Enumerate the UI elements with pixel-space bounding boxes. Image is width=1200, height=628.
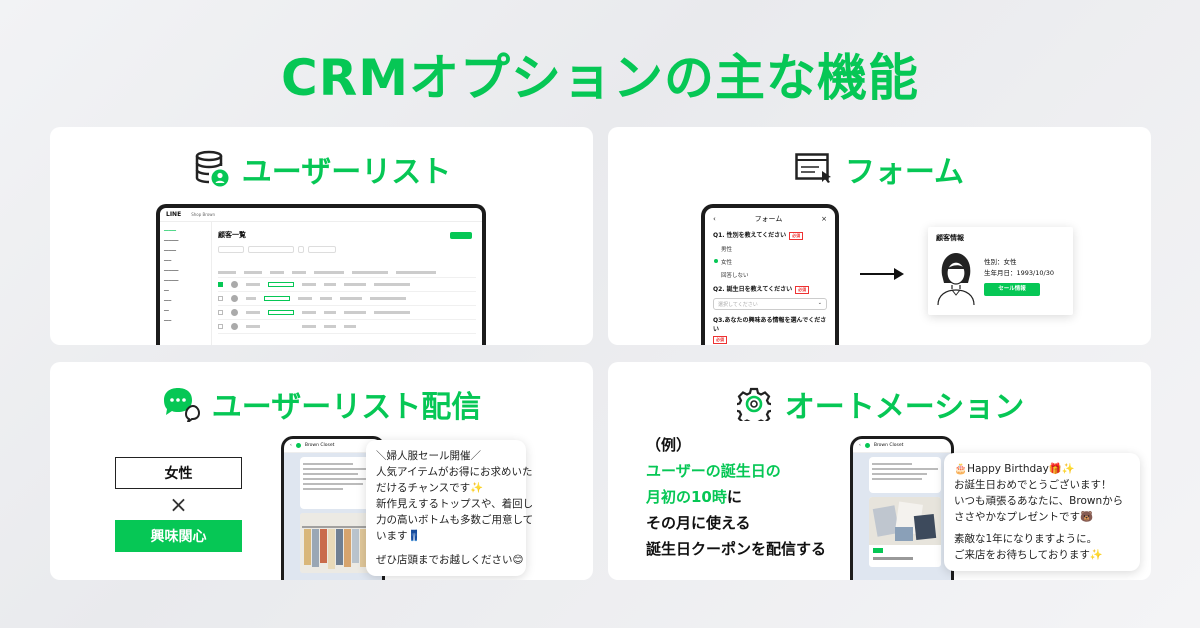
times-symbol: × xyxy=(169,492,188,518)
chevron-down-icon: ⌄ xyxy=(817,300,822,306)
form-phone-header: ‹ フォーム × xyxy=(713,214,827,224)
table-row xyxy=(218,278,476,292)
clothes-rack-image xyxy=(300,513,372,573)
automation-phone-mockup: ‹Brown Closet xyxy=(850,436,954,580)
segment-tag-female: 女性 xyxy=(115,457,242,489)
user-list-delivery-card: ユーザーリスト配信 女性 × 興味関心 ‹Brown Closet xyxy=(50,362,593,580)
delivery-message-bubble: ＼婦人服セール開催／ 人気アイテムがお得にお求めいた だけるチャンスです✨ 新作… xyxy=(366,440,533,576)
gear-icon xyxy=(735,385,773,423)
right-arrow-icon xyxy=(860,268,904,280)
delivery-title: ユーザーリスト配信 xyxy=(211,390,482,425)
laptop-heading: 顧客一覧 xyxy=(218,231,246,239)
delivery-header: ユーザーリスト配信 xyxy=(50,382,593,426)
laptop-main: 顧客一覧 xyxy=(218,226,476,345)
form-question-3: Q3.あなたの興味ある情報を選んでください xyxy=(713,317,827,333)
laptop-logo: LINE xyxy=(166,211,182,218)
back-chevron-icon: ‹ xyxy=(859,443,861,448)
database-user-icon xyxy=(192,150,230,188)
laptop-mockup: LINE Shop Brown ━━━━━━━━━━━━━━━━━━━━━━━━… xyxy=(156,204,486,345)
profile-title: 顧客情報 xyxy=(936,234,964,242)
phone-chat-body xyxy=(284,453,382,580)
laptop-shop-name: Shop Brown xyxy=(191,212,216,217)
segment-tag-interest: 興味関心 xyxy=(115,520,242,552)
user-list-card: ユーザーリスト LINE Shop Brown ━━━━━━━━━━━━━━━━… xyxy=(50,127,593,345)
avatar xyxy=(864,443,870,448)
back-chevron-icon: ‹ xyxy=(290,443,292,448)
form-option-selected: 女性 xyxy=(714,258,827,266)
back-chevron-icon: ‹ xyxy=(713,215,716,223)
automation-header: オートメーション xyxy=(608,382,1151,426)
customer-profile-card: 顧客情報 性別：女性 生年月日：1993/10/30 セール情報 xyxy=(928,227,1073,315)
chat-message xyxy=(300,457,372,509)
laptop-action-button xyxy=(450,232,472,239)
laptop-sidebar: ━━━━━━━━━━━━━━━━━━━━━━━━━━━━━━━━━━━━━━━━… xyxy=(160,222,212,345)
birthday-select: 選択してください⌄ xyxy=(713,298,827,310)
user-list-header: ユーザーリスト xyxy=(50,147,593,191)
sale-info-button[interactable]: セール情報 xyxy=(984,283,1040,296)
table-row xyxy=(218,267,476,278)
laptop-filters xyxy=(218,246,476,253)
profile-info: 性別：女性 生年月日：1993/10/30 xyxy=(984,258,1054,277)
automation-example-text: （例） ユーザーの誕生日の 月初の10時に その月に使える 誕生日クーポンを配信… xyxy=(646,436,827,558)
form-question-2: Q2. 誕生日を教えてください必須 xyxy=(713,284,827,294)
form-option: 回答しない xyxy=(721,273,749,279)
avatar xyxy=(295,443,301,448)
form-option: 男性 xyxy=(721,247,733,253)
form-card: フォーム ‹ フォーム × Q1. 性別を教えてください必須 男性 女性 回答し… xyxy=(608,127,1151,345)
chat-message xyxy=(869,457,941,493)
table-row xyxy=(218,292,476,306)
coupon-card xyxy=(869,497,941,567)
form-question-1: Q1. 性別を教えてください必須 xyxy=(713,230,827,240)
close-icon: × xyxy=(821,215,827,223)
phone-chat-header: ‹Brown Closet xyxy=(853,439,951,453)
phone-chat-header: ‹Brown Closet xyxy=(284,439,382,453)
automation-card: オートメーション （例） ユーザーの誕生日の 月初の10時に その月に使える 誕… xyxy=(608,362,1151,580)
form-phone-mockup: ‹ フォーム × Q1. 性別を教えてください必須 男性 女性 回答しない Q2… xyxy=(701,204,839,345)
chat-bubbles-icon xyxy=(162,385,200,423)
form-title: フォーム xyxy=(844,155,965,190)
form-header: フォーム xyxy=(608,147,1151,191)
page-title: CRMオプションの主な機能 xyxy=(281,49,919,107)
birthday-message-bubble: 🎂Happy Birthday🎁✨ お誕生日おめでとうございます！ いつも頑張る… xyxy=(944,453,1140,571)
phone-chat-body xyxy=(853,453,951,580)
automation-title: オートメーション xyxy=(784,390,1025,425)
table-row xyxy=(218,306,476,320)
form-window-icon xyxy=(795,150,833,188)
user-list-title: ユーザーリスト xyxy=(241,155,452,190)
table-row xyxy=(218,320,476,334)
form-phone-title: フォーム xyxy=(754,215,783,223)
woman-avatar-icon xyxy=(934,249,978,309)
laptop-topbar: LINE Shop Brown xyxy=(160,208,482,222)
